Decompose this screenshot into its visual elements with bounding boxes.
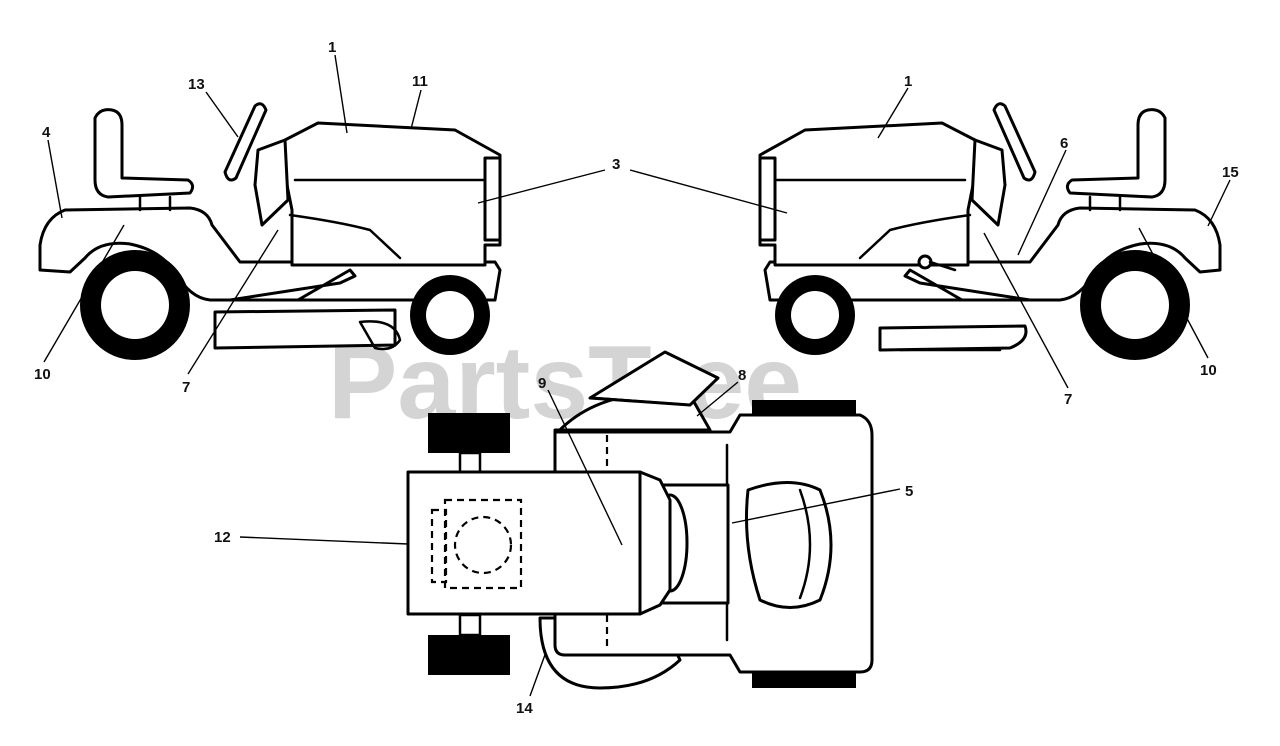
leader-right-6 [1017,149,1067,256]
top-fuel-cap [453,515,513,575]
right-dash [970,138,1007,227]
leader-right-7 [983,232,1069,389]
leader-left-11 [410,89,422,130]
leader-right-15 [1207,179,1231,227]
right-hood-line [770,178,972,260]
leader-top-14 [529,651,547,697]
top-rear-axle-top [458,451,482,475]
callout-right-1: 1 [904,73,912,90]
leader-center-3b [629,169,788,214]
left-hood-line [288,178,490,260]
right-grille [758,156,777,242]
callout-left-13: 13 [188,76,205,93]
left-deck [213,308,397,350]
callout-right-6: 6 [1060,135,1068,152]
callout-top-5: 5 [905,483,913,500]
left-rear-fender [38,206,502,302]
right-lift-handle [928,260,957,272]
left-hood [283,121,502,267]
top-view [406,350,874,690]
left-seat-base [138,195,172,212]
top-grille-inner [798,488,812,600]
top-fuel-box [443,498,523,590]
top-front-tire-right [752,672,856,688]
top-seat-back [638,470,672,616]
leader-right-1 [877,87,909,139]
callout-top-12: 12 [214,529,231,546]
right-seat [1065,108,1167,199]
top-seat [406,470,642,616]
leader-top-8 [696,381,739,417]
right-seat-base [1088,195,1122,212]
left-rear-rim [101,271,169,339]
left-dash [253,138,290,227]
callout-numbers: 1 11 13 4 10 7 3 1 6 15 10 7 9 8 5 12 14 [34,39,1239,717]
leader-center-3a [477,169,606,204]
left-discharge [358,320,402,351]
leader-top-9 [547,389,623,546]
leader-left-4 [47,139,63,219]
top-rear-axle-bottom [458,613,482,637]
callout-center-3: 3 [612,156,620,173]
callout-left-7: 7 [182,379,190,396]
leader-left-13 [205,91,239,138]
right-steering-wheel [992,102,1037,182]
callout-left-4: 4 [42,124,51,141]
top-front-tire-left [752,400,856,416]
watermark-text: PartsTree [328,325,802,441]
callout-top-8: 8 [738,367,746,384]
callout-left-10: 10 [34,366,51,383]
leader-lines [43,54,1231,697]
left-steering-wheel [223,102,268,182]
top-grille [745,481,833,609]
left-side-view [38,102,502,360]
callout-left-1: 1 [328,39,336,56]
top-fuel-box-inner [430,508,448,584]
callout-right-7: 7 [1064,391,1072,408]
leader-top-12 [239,536,409,545]
top-rear-tire-right [428,635,510,675]
right-rear-fender [763,206,1222,302]
right-deck-arm [903,268,1032,302]
callout-left-11: 11 [412,73,428,90]
left-front-rim [426,291,474,339]
right-deck [878,324,1028,352]
right-side-view [758,102,1222,360]
right-rear-rim [1101,271,1169,339]
right-front-rim [791,291,839,339]
top-chute-line [593,396,692,407]
leader-right-10 [1138,227,1209,359]
callout-right-10: 10 [1200,362,1217,379]
leader-left-1 [334,54,348,134]
top-rear-tire-left [428,413,510,453]
callout-top-14: 14 [516,700,533,717]
leader-top-5 [731,488,901,524]
leader-left-10 [43,224,125,363]
callout-top-9: 9 [538,375,546,392]
left-seat [93,108,195,199]
right-hood [758,121,977,267]
left-deck-arm [228,268,357,302]
callout-right-15: 15 [1222,164,1239,181]
leader-left-7 [187,229,279,375]
